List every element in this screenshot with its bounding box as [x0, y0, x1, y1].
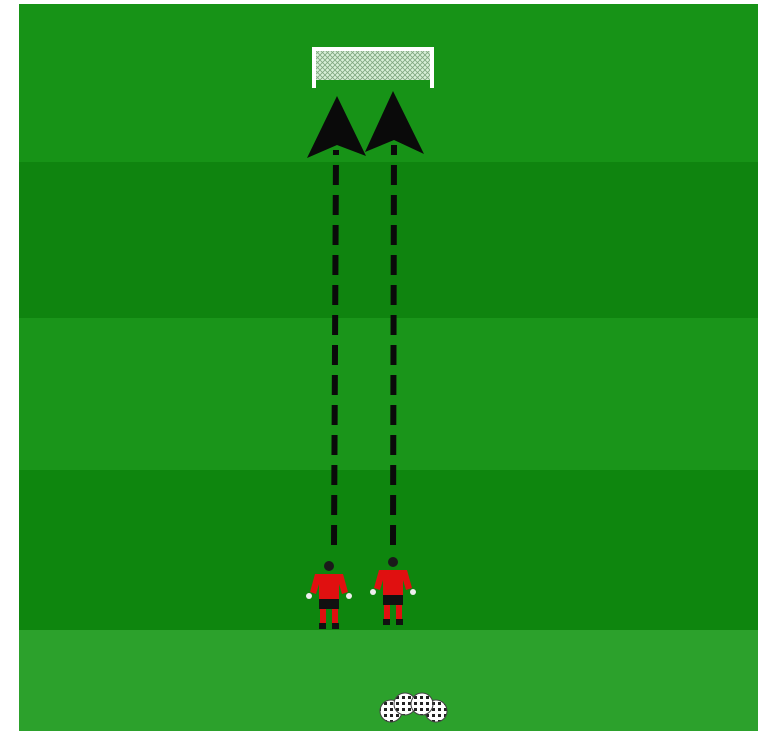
soccer-ball-icon	[411, 693, 433, 715]
player-leg	[332, 609, 338, 623]
player-shorts	[383, 595, 403, 605]
player-hand	[346, 593, 352, 599]
player-head	[324, 561, 334, 571]
player-shorts	[319, 599, 339, 609]
player-leg	[320, 609, 326, 623]
player-boot	[332, 623, 339, 629]
player-boot	[383, 619, 390, 625]
player-head	[388, 557, 398, 567]
player-boot	[396, 619, 403, 625]
player-hand	[370, 589, 376, 595]
player-boot	[319, 623, 326, 629]
player-leg	[384, 605, 390, 619]
player-hand	[306, 593, 312, 599]
pitch-stripe	[19, 162, 758, 318]
pitch-stripe	[19, 318, 758, 470]
goal-net	[314, 50, 432, 80]
player-hand	[410, 589, 416, 595]
player-leg	[396, 605, 402, 619]
